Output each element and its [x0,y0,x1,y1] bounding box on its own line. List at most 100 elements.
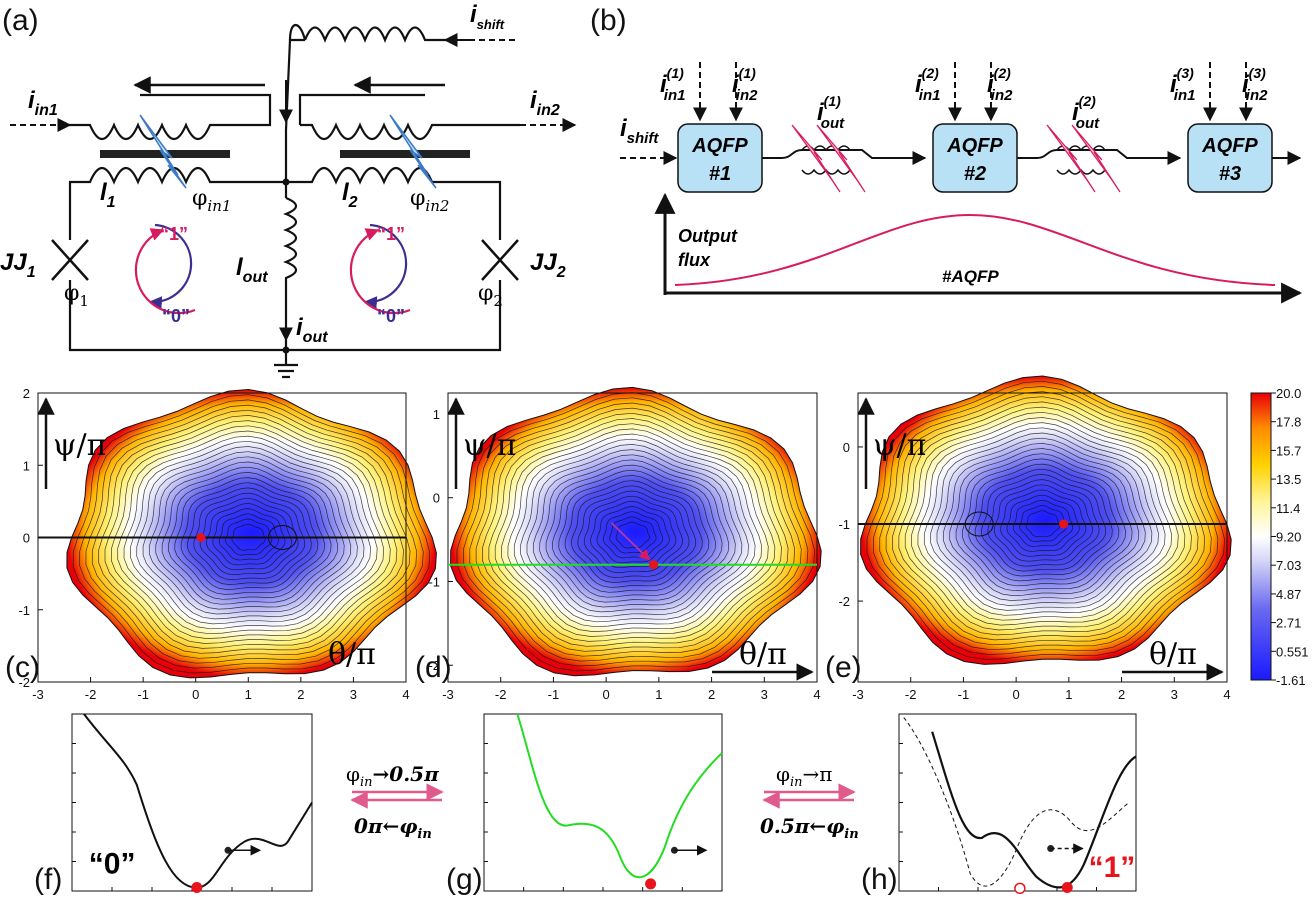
y-tick-label: -1 [18,603,30,618]
x-tick-label: 0 [1013,687,1020,702]
flux-bolt-1 [139,114,187,189]
psi-axis-label: ψ/π [53,428,106,463]
y-tick-label: 2 [23,386,30,401]
coupling-bolt [791,124,841,193]
colorbar-tick: 0.551 [1276,644,1309,659]
svg-text:φin→0.5π: φin→0.5π [346,762,439,790]
aqfp-block-number: #2 [964,163,986,185]
x-tick-label: -1 [548,687,560,702]
x-tick-label: 1 [655,687,662,702]
potential-panel-f: “0” (f) [34,713,313,896]
colorbar-tick: 13.5 [1276,472,1301,487]
aqfp-block-number: #3 [1219,163,1241,185]
x-tick-label: 4 [402,687,409,702]
junction-jj2 [481,239,519,281]
x-tick-label: 0 [192,687,199,702]
x-tick-label: 3 [1171,687,1178,702]
colorbar-tick: 17.8 [1276,415,1301,430]
svg-text:Output: Output [678,226,738,246]
y-tick-label: -1 [428,574,440,589]
potential-minimum [1059,519,1069,529]
svg-text:“0”: “0” [377,306,405,326]
coupling-bolt [1046,124,1096,193]
colorbar-tick: 2.71 [1276,616,1301,631]
y-tick-label: 0 [843,440,850,455]
x-tick-label: -3 [852,687,864,702]
svg-text:l1: l1 [100,179,116,211]
svg-text:φin→π: φin→π [776,762,832,790]
coupling-bolt [1071,124,1121,193]
theta-axis-label: θ/π [328,637,376,672]
aqfp-input-label: i(2)in1 [915,65,940,104]
x-tick-label: 3 [761,687,768,702]
svg-text:“1”: “1” [377,224,405,244]
potential-panel-h: “1” (h) [861,713,1137,896]
panel-a-circuit: (a) [0,1,577,379]
panel-c-label: (c) [5,651,40,684]
x-tick-label: -2 [495,687,507,702]
svg-text:l2: l2 [342,179,358,211]
svg-text:iin2: iin2 [530,87,560,119]
svg-text:ishift: ishift [470,1,505,32]
theta-axis-label: θ/π [739,637,787,672]
x-tick-label: -3 [32,687,44,702]
panel-a-label: (a) [2,4,39,37]
x-tick-label: 1 [245,687,252,702]
panel-d-label: (d) [415,651,452,684]
state-marker [1061,881,1073,893]
svg-text:flux: flux [678,250,711,270]
potential-minimum [196,533,206,542]
theta-axis-label: θ/π [1149,637,1197,672]
aqfp-block-title: AQFP [691,135,748,157]
flux-bolt-2 [389,114,437,189]
potential-curve [931,731,1137,889]
y-tick-label: 0 [433,491,440,506]
panel-b-label: (b) [590,4,627,37]
x-tick-label: 2 [1118,687,1125,702]
coupling-bolt [816,124,866,193]
svg-text:φ2: φ2 [478,281,503,310]
junction-jj1 [51,239,89,281]
state-marker [645,878,657,890]
svg-text:#AQFP: #AQFP [942,267,999,286]
aqfp-block-title: AQFP [946,135,1003,157]
x-tick-label: 1 [1065,687,1072,702]
aqfp-block-title: AQFP [1201,135,1258,157]
svg-text:“0”: “0” [162,306,190,326]
colorbar-tick: 9.20 [1276,530,1301,545]
x-tick-label: -1 [958,687,970,702]
svg-text:φin1: φin1 [192,186,231,215]
y-tick-label: -1 [838,517,850,532]
y-tick-label: -2 [428,658,440,673]
output-flux-curve [674,213,1276,286]
state-one-label: “1” [1089,851,1136,884]
aqfp-block-number: #1 [709,163,731,185]
transition-right: φin→π 0.5π←φin [760,762,859,842]
aqfp-input-label: i(3)in2 [1242,65,1268,104]
svg-text:“1”: “1” [160,224,188,244]
svg-text:ishift: ishift [620,115,659,147]
state-zero-label: “0” [89,847,136,880]
x-tick-label: 4 [1223,687,1230,702]
aqfp-input-label: i(3)in1 [1170,65,1195,104]
colorbar: 20.017.815.713.511.49.207.034.872.710.55… [1250,386,1309,688]
panel-h-label: (h) [861,863,898,896]
panel-f-label: (f) [34,863,62,896]
colorbar-tick: 7.03 [1276,558,1301,573]
y-tick-label: 1 [433,407,440,422]
x-tick-label: -1 [137,687,149,702]
aqfp-input-label: i(1)in2 [732,65,758,104]
x-tick-label: -3 [442,687,454,702]
colorbar-tick: 4.87 [1276,587,1301,602]
y-tick-label: 1 [23,458,30,473]
colorbar-tick: 15.7 [1276,443,1301,458]
x-tick-label: 0 [603,687,610,702]
y-tick-label: 0 [23,531,30,546]
aqfp-input-label: i(1)in1 [660,65,685,104]
svg-text:φ1: φ1 [64,281,89,310]
aqfp-output-label: i(2)out [1072,93,1100,132]
